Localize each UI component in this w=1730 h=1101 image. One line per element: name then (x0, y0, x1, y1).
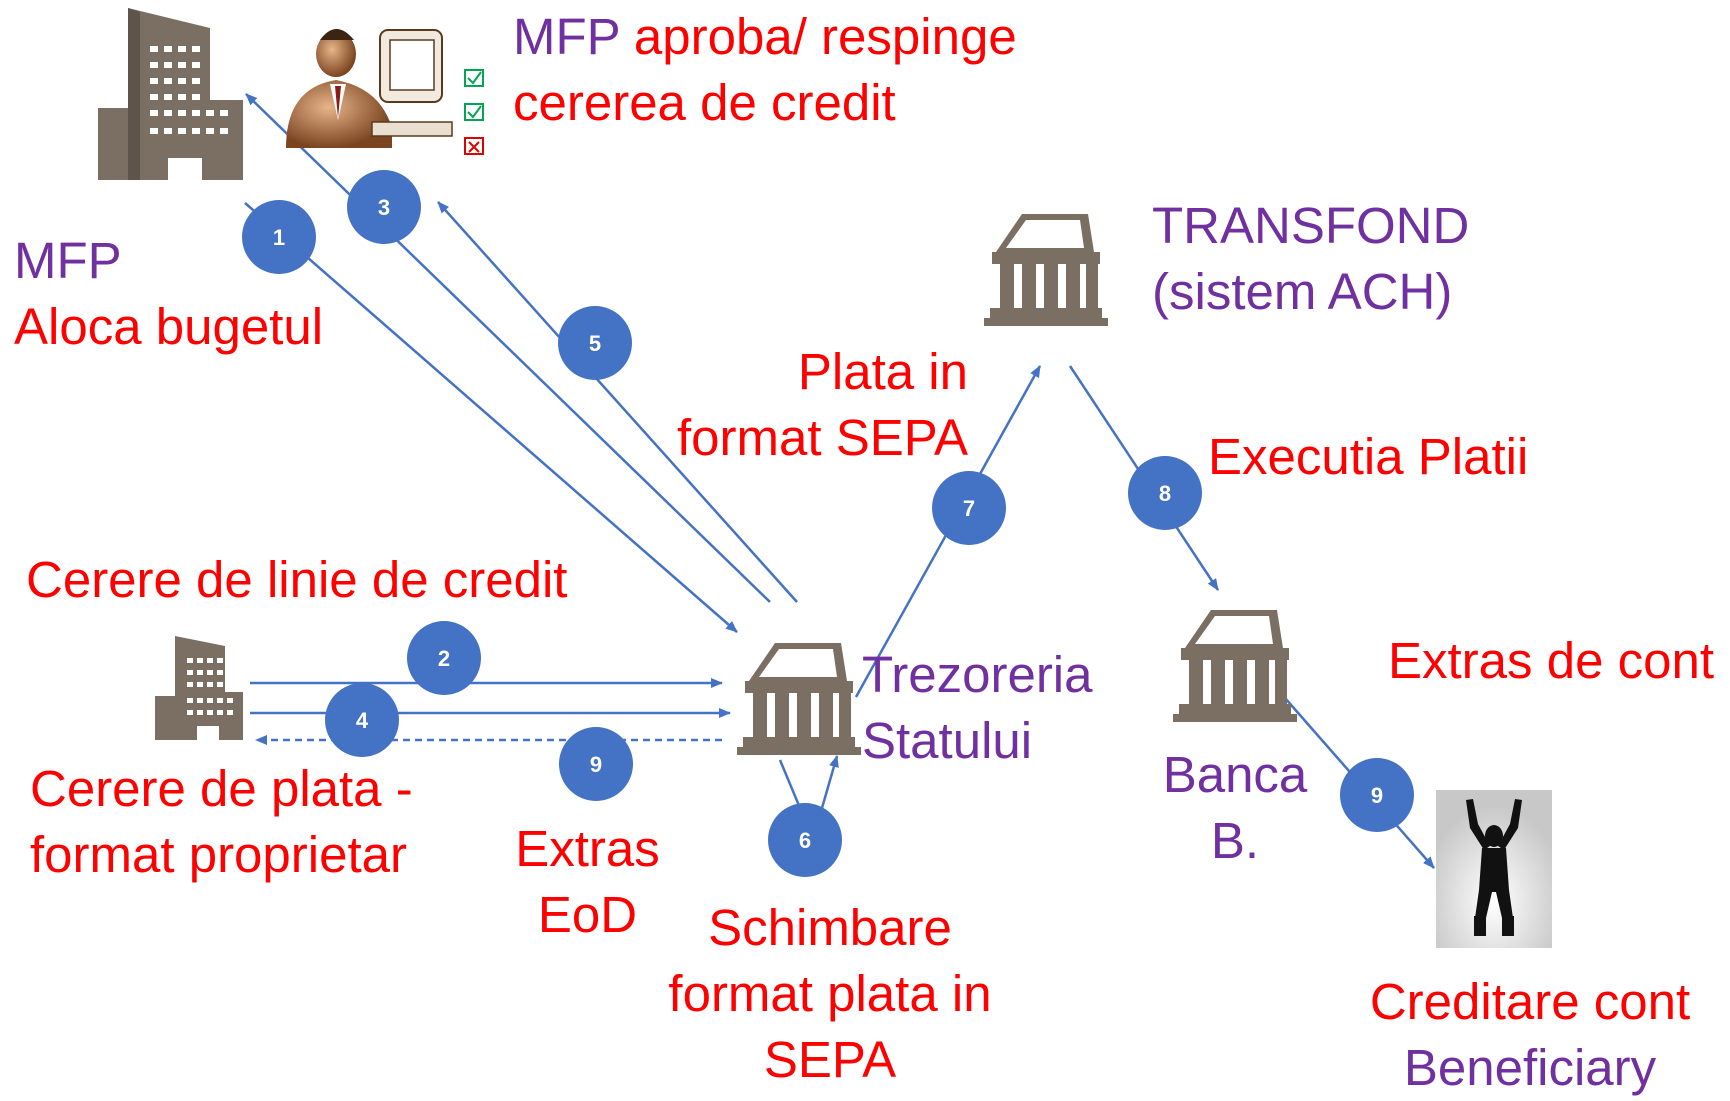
step-6: 6 (768, 803, 842, 877)
eod-statement-label: Extras EoD (505, 816, 670, 948)
transfond-bank-icon (984, 214, 1108, 326)
eod-line2: EoD (537, 886, 638, 943)
sepa-line1: Plata in (797, 343, 968, 400)
step-3: 3 (347, 170, 421, 244)
execution-label: Executia Platii (1208, 428, 1529, 485)
step-9b: 9 (1340, 758, 1414, 832)
step-4: 4 (325, 683, 399, 757)
bank-b-label: Banca B. (1150, 742, 1320, 874)
payment-request-label: Cerere de plata - format proprietar (30, 756, 413, 888)
credit-account-line1: Creditare cont (1369, 973, 1691, 1030)
step-7-label: 7 (963, 496, 975, 521)
step-9b-label: 9 (1371, 783, 1383, 808)
format-change-label: Schimbare format plata in SEPA (640, 895, 1020, 1093)
format-change-line3: SEPA (763, 1031, 897, 1088)
arrow-5 (437, 201, 798, 603)
person-at-computer-icon (286, 29, 453, 148)
credit-account-line2: Beneficiary (1403, 1039, 1657, 1096)
step-8-label: 8 (1159, 481, 1171, 506)
step-2: 2 (407, 621, 481, 695)
arrow-6 (778, 755, 839, 810)
checklist-icon (464, 69, 484, 155)
bank-line1: Banca (1162, 746, 1308, 803)
applicant-building-icon (155, 636, 243, 740)
step-5-label: 5 (589, 331, 601, 356)
mfp-approve-line1: aproba/ respinge (633, 8, 1017, 65)
treasury-bank-icon (737, 643, 861, 755)
sepa-line2: format SEPA (677, 409, 968, 466)
transfond-line2: (sistem ACH) (1152, 263, 1453, 320)
format-change-line1: Schimbare (708, 899, 952, 956)
step-8: 8 (1128, 456, 1202, 530)
mfp-approve-prefix: MFP (513, 8, 620, 65)
treasury-label: Trezoreria Statului (862, 642, 1093, 774)
step-2-label: 2 (438, 646, 450, 671)
step-6-label: 6 (799, 828, 811, 853)
mfp-approve-line2: cererea de credit (513, 74, 896, 131)
step-markers: 1 2 3 4 5 6 7 8 9 9 (242, 170, 1414, 877)
credit-account-label: Creditare cont Beneficiary (1320, 969, 1730, 1101)
statement-label: Extras de cont (1388, 632, 1714, 689)
mfp-allocate-line2: Aloca bugetul (14, 298, 324, 355)
step-1: 1 (242, 200, 316, 274)
payment-request-line1: Cerere de plata - (30, 760, 413, 817)
step-9a-label: 9 (590, 752, 602, 777)
step-9a: 9 (559, 727, 633, 801)
mfp-allocate-line1: MFP (14, 232, 122, 289)
format-change-line2: format plata in (668, 965, 992, 1022)
arrow-1 (244, 202, 738, 633)
payment-request-line2: format proprietar (30, 826, 407, 883)
step-1-label: 1 (273, 225, 285, 250)
mfp-allocate-label: MFP Aloca bugetul (14, 228, 323, 360)
step-4-label: 4 (356, 708, 369, 733)
step-5: 5 (558, 306, 632, 380)
step-7: 7 (932, 471, 1006, 545)
sepa-payment-label: Plata in format SEPA (620, 339, 968, 471)
beneficiary-person-icon (1436, 790, 1552, 948)
transfond-label: TRANSFOND (sistem ACH) (1152, 193, 1469, 325)
ministry-building-icon (98, 8, 243, 180)
mfp-approve-label: MFP aproba/ respinge cererea de credit (513, 4, 1017, 136)
treasury-line1: Trezoreria (862, 646, 1093, 703)
bank-line2: B. (1210, 812, 1260, 869)
transfond-line1: TRANSFOND (1152, 197, 1470, 254)
eod-line1: Extras (515, 820, 660, 877)
arrow-3 (245, 93, 771, 603)
step-3-label: 3 (378, 195, 390, 220)
bank-b-icon (1173, 610, 1297, 722)
credit-line-request-label: Cerere de linie de credit (26, 551, 568, 608)
treasury-line2: Statului (862, 712, 1033, 769)
